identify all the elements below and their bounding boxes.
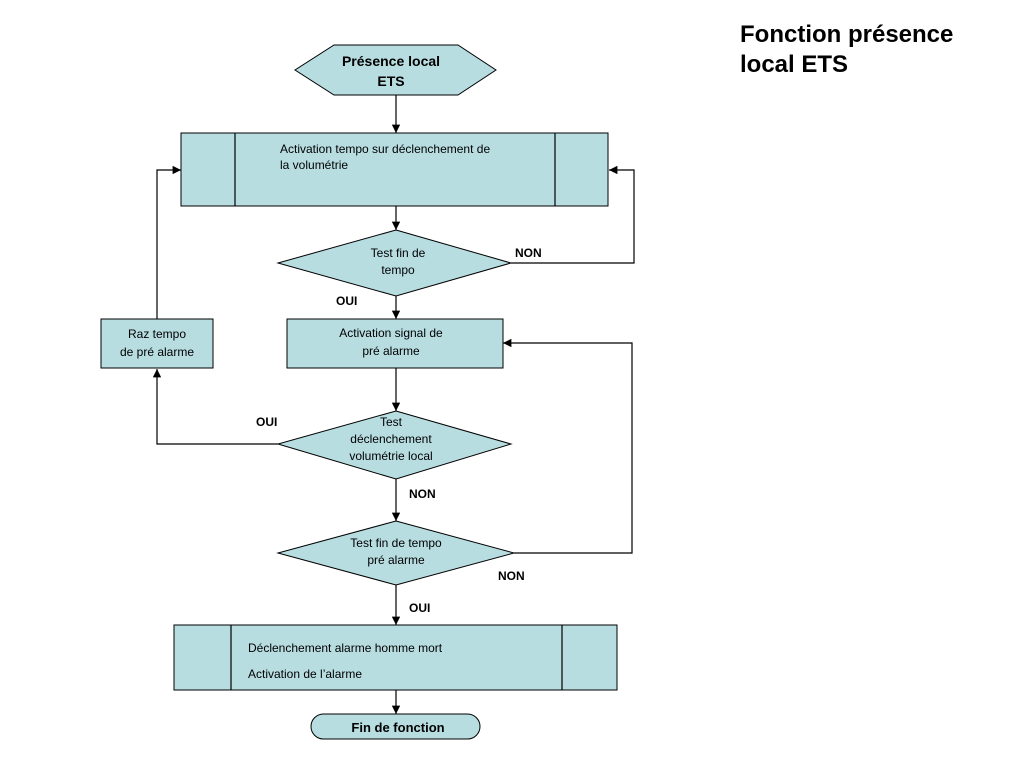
end-terminator [310, 713, 481, 740]
activation-tempo-label-line2: la volumétrie [280, 158, 348, 172]
test-declenchement-diamond [276, 410, 513, 480]
start-label-line1: Présence local [342, 53, 440, 69]
edge-label-non-2: NON [409, 487, 436, 501]
declenchement-alarme-label-line2: Activation de l’alarme [248, 667, 362, 681]
edge-labels: NON OUI OUI NON NON OUI [256, 246, 542, 615]
node-declenchement-alarme: Déclenchement alarme homme mort Activati… [173, 624, 618, 691]
edge-raz-to-activation [156, 165, 181, 319]
node-test-declenchement: Test déclenchement volumétrie local [276, 410, 513, 480]
test-fin-prealarme-diamond [276, 520, 516, 586]
edge-label-oui-2: OUI [256, 415, 277, 429]
edge-test-non-loop [511, 165, 635, 264]
start-label-line2: ETS [377, 73, 404, 89]
node-activation-tempo: Activation tempo sur déclenchement de la… [180, 132, 609, 207]
test-fin-tempo-diamond [276, 229, 513, 297]
node-test-fin-tempo: Test fin de tempo [276, 229, 513, 297]
node-raz-tempo: Raz tempo de pré alarme [100, 318, 214, 369]
test-fin-tempo-label-line2: tempo [381, 263, 415, 277]
edge-label-non-3: NON [498, 569, 525, 583]
activation-signal-label-line1: Activation signal de [339, 326, 443, 340]
test-declenchement-label-line1: Test [380, 415, 403, 429]
test-fin-prealarme-label-line1: Test fin de tempo [350, 536, 442, 550]
page-title: Fonction présence local ETS [740, 20, 1010, 80]
edge-label-non-1: NON [515, 246, 542, 260]
test-fin-tempo-label-line1: Test fin de [371, 246, 426, 260]
node-test-fin-prealarme: Test fin de tempo pré alarme [276, 520, 516, 586]
test-fin-prealarme-label-line2: pré alarme [367, 553, 425, 567]
activation-signal-box [286, 318, 504, 369]
page-title-line2: local ETS [740, 51, 849, 78]
edge-label-oui-3: OUI [409, 601, 430, 615]
edges [152, 95, 635, 714]
activation-tempo-label-line1: Activation tempo sur déclenchement de [280, 142, 490, 156]
declenchement-alarme-label-line1: Déclenchement alarme homme mort [248, 641, 443, 655]
node-end: Fin de fonction [310, 713, 481, 740]
activation-tempo-box [180, 132, 609, 207]
edge-label-oui-1: OUI [336, 294, 357, 308]
edge-test-decl-oui-to-raz [152, 369, 278, 445]
edge-test-pre-non-loop [503, 338, 633, 554]
raz-tempo-label-line2: de pré alarme [120, 345, 194, 359]
end-label: Fin de fonction [351, 720, 444, 735]
raz-tempo-box [100, 318, 214, 369]
test-declenchement-label-line2: déclenchement [350, 432, 432, 446]
start-hexagon [294, 44, 497, 96]
activation-signal-label-line2: pré alarme [362, 344, 420, 358]
node-start: Présence local ETS [294, 44, 497, 96]
declenchement-alarme-box [173, 624, 618, 691]
test-declenchement-label-line3: volumétrie local [349, 449, 432, 463]
page-title-line1: Fonction présence [740, 21, 954, 48]
node-activation-signal: Activation signal de pré alarme [286, 318, 504, 369]
raz-tempo-label-line1: Raz tempo [128, 327, 186, 341]
